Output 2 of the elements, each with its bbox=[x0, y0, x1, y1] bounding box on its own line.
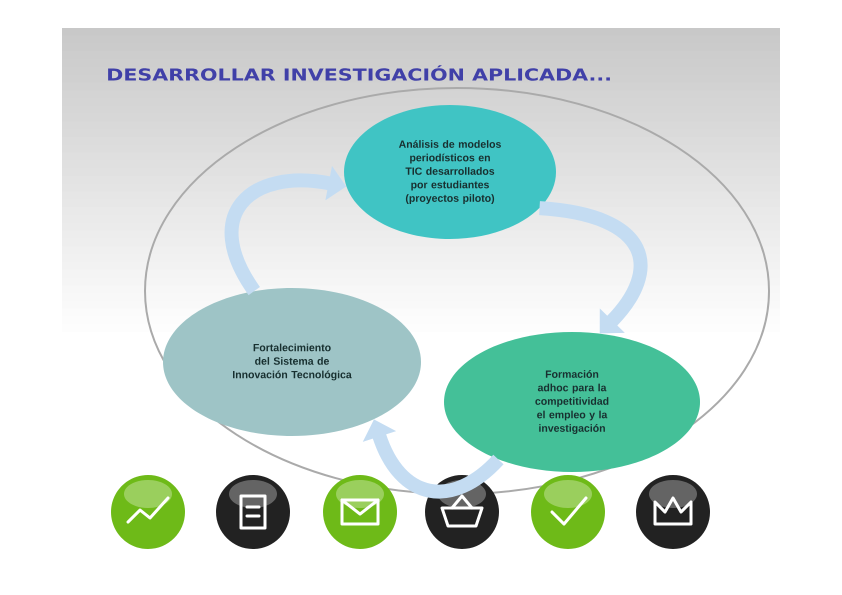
title: DESARROLLAR INVESTIGACIÓN APLICADA... bbox=[108, 65, 610, 81]
curved-arrow bbox=[538, 201, 648, 334]
